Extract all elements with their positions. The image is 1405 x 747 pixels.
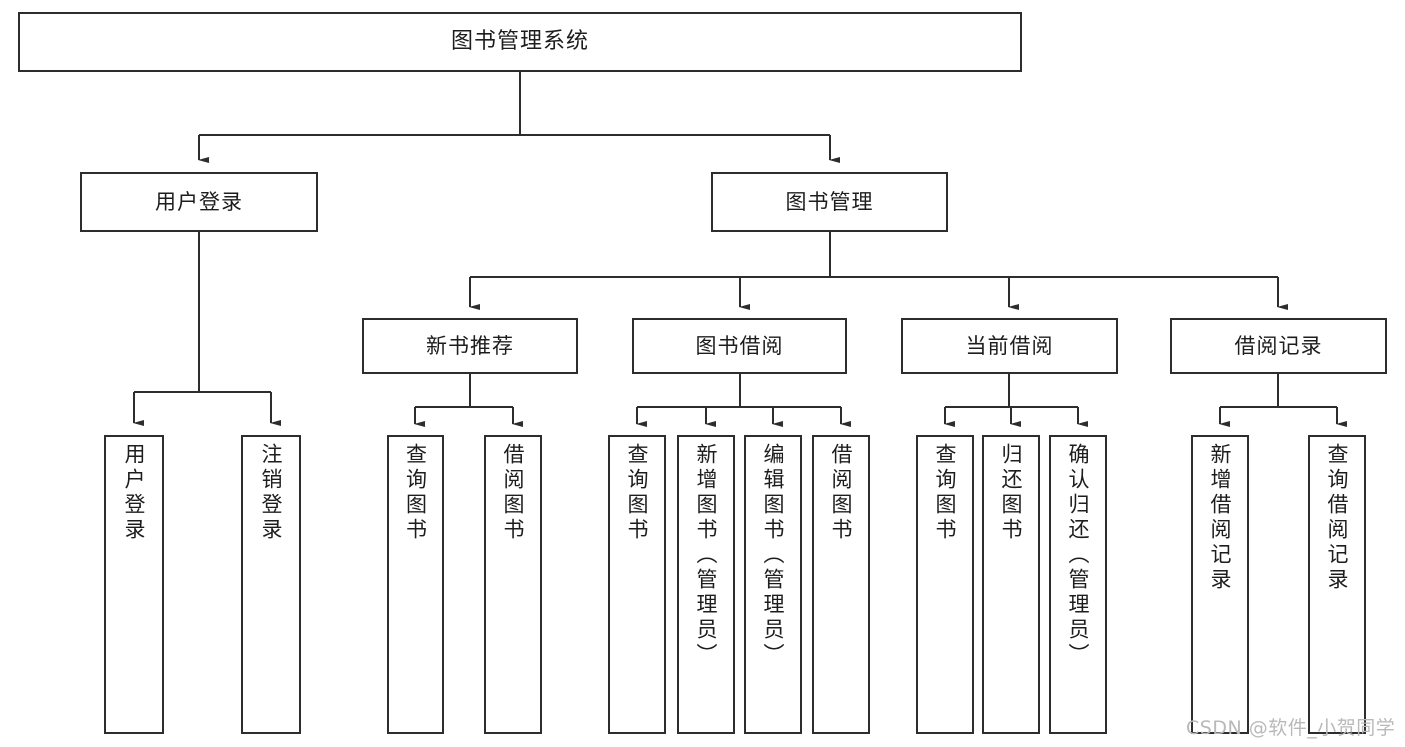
node-leaf-query-book-rec[interactable]: 查询图书	[387, 435, 444, 734]
node-label: 借阅图书	[501, 443, 526, 543]
node-leaf-add-book[interactable]: 新增图书（管理员）	[677, 435, 735, 734]
node-label: 归还图书	[999, 443, 1024, 543]
node-label: 查询借阅记录	[1325, 443, 1350, 593]
node-leaf-borrow-book-rec[interactable]: 借阅图书	[484, 435, 542, 734]
node-label: 当前借阅	[965, 333, 1054, 358]
node-leaf-add-borrow-record[interactable]: 新增借阅记录	[1191, 435, 1249, 734]
node-leaf-edit-book[interactable]: 编辑图书（管理员）	[744, 435, 802, 734]
node-label: 图书管理系统	[450, 29, 589, 55]
node-borrow-record[interactable]: 借阅记录	[1170, 318, 1387, 374]
node-book-borrow[interactable]: 图书借阅	[632, 318, 847, 374]
node-leaf-query-book[interactable]: 查询图书	[608, 435, 666, 734]
node-label: 查询图书	[625, 443, 650, 543]
node-label: 查询图书	[403, 443, 428, 543]
csdn-watermark: CSDN @软件_小贺同学	[1186, 717, 1396, 739]
node-user-login[interactable]: 用户登录	[80, 172, 318, 232]
node-label: 用户登录	[155, 189, 243, 214]
node-label: 新增图书（管理员）	[694, 443, 719, 668]
node-label: 新书推荐	[426, 333, 514, 358]
node-leaf-confirm-return[interactable]: 确认归还（管理员）	[1049, 435, 1107, 734]
node-label: 查询图书	[933, 443, 958, 543]
node-leaf-borrow-book[interactable]: 借阅图书	[812, 435, 870, 734]
node-book-management[interactable]: 图书管理	[711, 172, 948, 232]
node-label: 确认归还（管理员）	[1066, 443, 1091, 668]
node-label: 新增借阅记录	[1208, 443, 1233, 593]
node-leaf-user-logout[interactable]: 注销登录	[241, 435, 301, 734]
node-label: 注销登录	[259, 443, 284, 543]
node-leaf-query-book-current[interactable]: 查询图书	[916, 435, 974, 734]
node-leaf-return-book[interactable]: 归还图书	[982, 435, 1040, 734]
node-label: 图书管理	[785, 189, 874, 214]
node-leaf-query-borrow-record[interactable]: 查询借阅记录	[1308, 435, 1366, 734]
node-root-system[interactable]: 图书管理系统	[18, 12, 1022, 72]
node-leaf-user-login[interactable]: 用户登录	[104, 435, 164, 734]
node-new-book-recommend[interactable]: 新书推荐	[362, 318, 578, 374]
node-label: 用户登录	[122, 443, 147, 543]
node-label: 借阅记录	[1234, 333, 1323, 358]
node-label: 借阅图书	[829, 443, 854, 543]
node-current-borrow[interactable]: 当前借阅	[901, 318, 1118, 374]
node-label: 图书借阅	[695, 333, 784, 358]
node-label: 编辑图书（管理员）	[761, 443, 786, 668]
